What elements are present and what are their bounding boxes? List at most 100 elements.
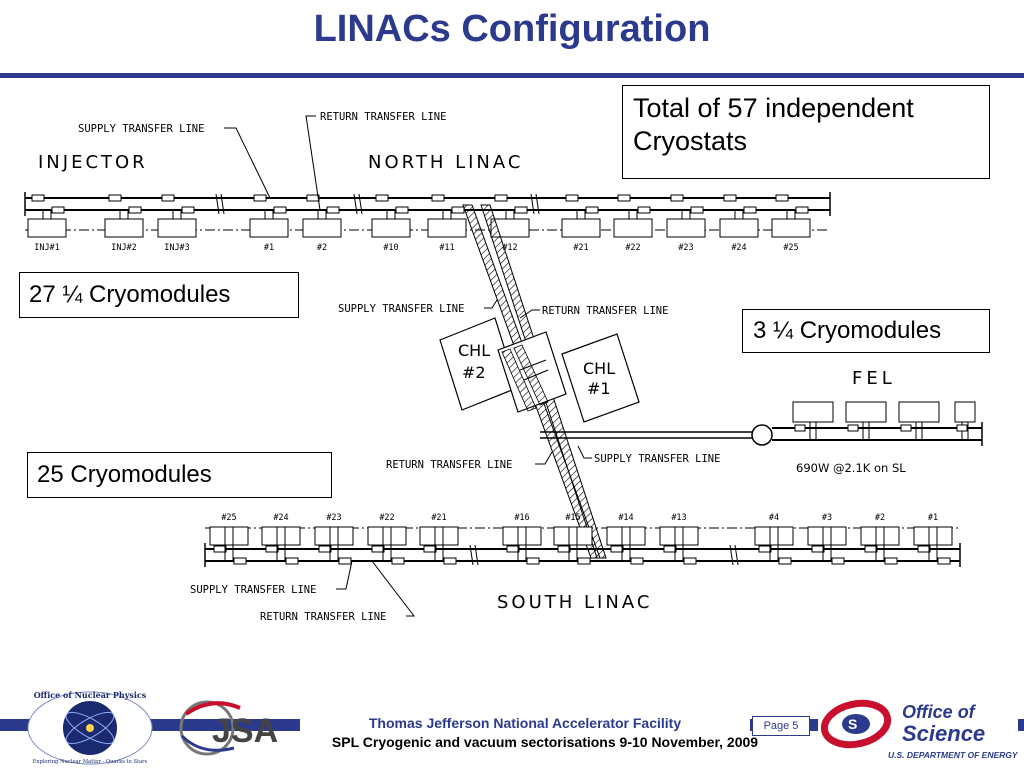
cryomodule-label: #22 xyxy=(379,513,394,523)
cryomodule-label: #3 xyxy=(822,513,832,523)
cryomodule: INJ#1 xyxy=(27,194,67,253)
cryomodule: #10 xyxy=(371,194,411,253)
doe-swirl-icon: S xyxy=(820,699,892,749)
cryomodule-label: #11 xyxy=(439,243,454,253)
cryomodule: #25 xyxy=(209,513,249,565)
north-return-label: RETURN TRANSFER LINE xyxy=(320,111,446,123)
chl2-building: CHL #2 xyxy=(439,317,518,411)
north-supply-leader xyxy=(224,127,271,199)
cryomodule-label: #12 xyxy=(502,243,517,253)
cryomodule-label: INJ#1 xyxy=(34,243,60,253)
cryomodule-label: #21 xyxy=(573,243,588,253)
cryomodule: #3 xyxy=(807,513,847,565)
cryomodule: #2 xyxy=(860,513,900,565)
cryomodule: #13 xyxy=(659,513,699,565)
chl1-label-1: CHL xyxy=(583,359,615,378)
cryomodule: #21 xyxy=(419,513,459,565)
fel-note: 690W @2.1K on SL xyxy=(796,461,906,475)
south-supply-leader xyxy=(336,560,353,590)
cryomodule-label: #1 xyxy=(264,243,274,253)
fel-cryomodules xyxy=(792,401,976,440)
south-cryomodules-box: 25 Cryomodules xyxy=(27,452,332,498)
fel-cryomodule xyxy=(845,401,887,440)
svg-text:S: S xyxy=(848,716,857,732)
cryomodule-label: #2 xyxy=(875,513,885,523)
page-number: Page 5 xyxy=(752,716,810,736)
doe-office-text: Office of xyxy=(902,702,977,722)
cryomodule: #22 xyxy=(367,513,407,565)
nuclear-logo-text: Office of Nuclear Physics xyxy=(34,690,147,700)
fel-cryomodule xyxy=(792,401,834,440)
fel-cryomodule xyxy=(954,401,976,440)
total-cryostats-box: Total of 57 independent Cryostats xyxy=(622,85,990,179)
chl-junction xyxy=(497,331,567,413)
mid-supply-leader xyxy=(484,299,498,309)
cryomodule: #4 xyxy=(754,513,794,565)
cryomodule-label: #14 xyxy=(618,513,633,523)
cryomodule-label: #1 xyxy=(928,513,938,523)
cryomodule-label: #23 xyxy=(326,513,341,523)
cryomodule: #16 xyxy=(502,513,542,565)
mid-supply-label-2: SUPPLY TRANSFER LINE xyxy=(594,453,720,465)
north-linac-label: NORTH LINAC xyxy=(368,152,523,173)
chl2-label-1: CHL xyxy=(458,341,490,360)
cryomodule: INJ#2 xyxy=(104,194,144,253)
cryomodule-label: #21 xyxy=(431,513,446,523)
mid-return-leader xyxy=(519,309,540,319)
cryomodule: #24 xyxy=(719,194,759,253)
cryomodule: #23 xyxy=(666,194,706,253)
doe-office-of-science-logo: S Office of Science U.S. DEPARTMENT OF E… xyxy=(818,694,1018,766)
injector-label: INJECTOR xyxy=(38,152,148,173)
doe-science-text: Science xyxy=(902,721,985,746)
cryomodule: #25 xyxy=(771,194,811,253)
north-return-leader xyxy=(305,115,321,211)
fel-cryomodule xyxy=(898,401,940,440)
south-linac-label: SOUTH LINAC xyxy=(497,592,652,613)
cryomodule: #23 xyxy=(314,513,354,565)
mid-return-leader-2 xyxy=(535,451,553,465)
nuclear-physics-logo: Office of Nuclear Physics Exploring Nucl… xyxy=(27,690,153,765)
south-return-leader xyxy=(371,560,416,617)
north-cryomodules: INJ#1 INJ#2 INJ#3 #1 #2 #10 #11 #12 #21 #22 #23 #24… xyxy=(27,194,811,253)
cryomodule-label: #10 xyxy=(383,243,398,253)
chl1-building: CHL #1 xyxy=(561,333,640,423)
cryomodule: #22 xyxy=(613,194,653,253)
cryomodule-label: #23 xyxy=(678,243,693,253)
south-return-label: RETURN TRANSFER LINE xyxy=(260,611,386,623)
jsa-logo: JSA xyxy=(179,700,278,756)
cryomodule-label: #15 xyxy=(565,513,580,523)
cryomodule-label: INJ#2 xyxy=(111,243,137,253)
cryomodule-label: #25 xyxy=(783,243,798,253)
title-rule xyxy=(0,73,1024,78)
north-supply-label: SUPPLY TRANSFER LINE xyxy=(78,123,204,135)
cryomodule-label: #22 xyxy=(625,243,640,253)
cryomodule-label: #24 xyxy=(273,513,288,523)
south-cryomodules: #25 #24 #23 #22 #21 #16 #15 #14 #13 #4 #3 #2 #1 xyxy=(209,513,953,565)
fel-feed-line xyxy=(540,431,752,439)
cryomodule: #1 xyxy=(249,194,289,253)
cryomodule-label: #13 xyxy=(671,513,686,523)
cryomodule-label: #2 xyxy=(317,243,327,253)
cryomodule-label: #25 xyxy=(221,513,236,523)
footer-lab-name: Thomas Jefferson National Accelerator Fa… xyxy=(300,715,750,733)
footer-event-title: SPL Cryogenic and vacuum sectorisations … xyxy=(331,734,759,750)
doe-dept-text: U.S. DEPARTMENT OF ENERGY xyxy=(888,750,1018,760)
cryomodule: #14 xyxy=(606,513,646,565)
fel-label: FEL xyxy=(852,368,896,389)
mid-supply-label: SUPPLY TRANSFER LINE xyxy=(338,303,464,315)
cryomodule: #21 xyxy=(561,194,601,253)
cryomodule: #15 xyxy=(553,513,593,565)
cryomodule-label: #4 xyxy=(769,513,779,523)
cryomodule: INJ#3 xyxy=(157,194,197,253)
chl2-label-2: #2 xyxy=(462,363,486,382)
cryomodule-label: #24 xyxy=(731,243,746,253)
cryomodule-label: #16 xyxy=(514,513,529,523)
cryomodule: #24 xyxy=(261,513,301,565)
cryomodule-label: INJ#3 xyxy=(164,243,190,253)
cryomodule: #2 xyxy=(302,194,342,253)
cryomodule: #1 xyxy=(913,513,953,565)
chl1-label-2: #1 xyxy=(587,379,611,398)
north-breaks xyxy=(215,193,540,215)
slide-title: LINACs Configuration xyxy=(313,8,711,50)
